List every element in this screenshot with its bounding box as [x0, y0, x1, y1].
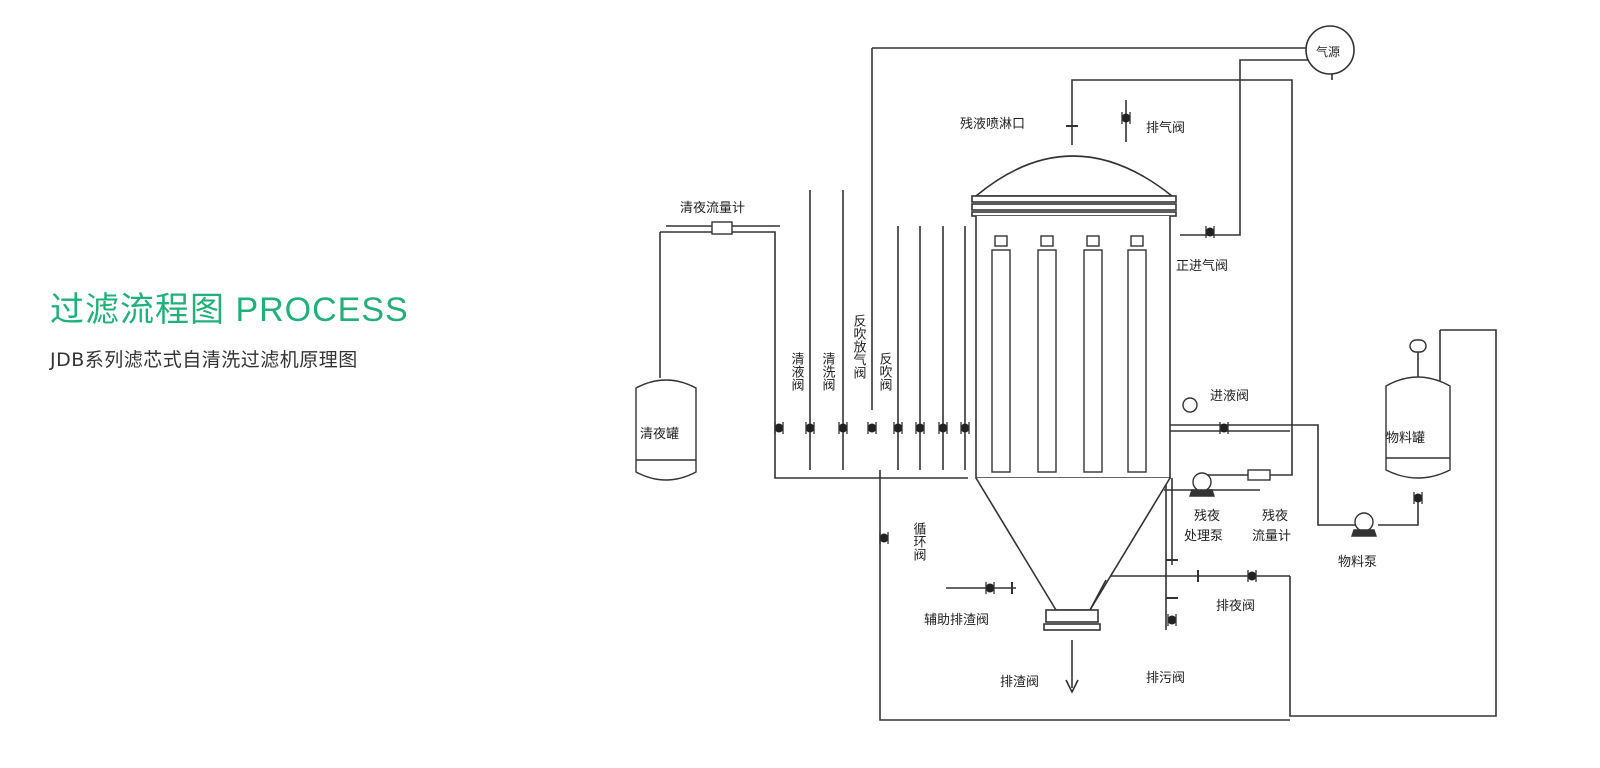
- label-material-tank: 物料罐: [1386, 431, 1425, 446]
- label-drain-liquid-valve: 排夜阀: [1216, 599, 1255, 614]
- label-inlet-valve: 进液阀: [1210, 389, 1249, 404]
- label-residue-spray: 残液喷淋口: [960, 117, 1025, 132]
- page-title: 过滤流程图 PROCESS: [50, 291, 409, 329]
- label-circulation-valve: 循环阀: [911, 522, 927, 561]
- label-slag-valve: 排渣阀: [1000, 675, 1039, 690]
- label-material-pump: 物料泵: [1338, 555, 1377, 570]
- material-tank: [1385, 376, 1451, 479]
- label-clear-tank: 清夜罐: [640, 427, 679, 442]
- label-residue-flowmeter-2: 流量计: [1252, 529, 1291, 544]
- label-backblow-valve: 反吹阀: [877, 352, 893, 391]
- label-residue-pump-1: 残夜: [1194, 509, 1220, 524]
- filter-vessel: [971, 155, 1177, 631]
- label-gas-source: 气源: [1316, 44, 1340, 59]
- label-clear-flowmeter: 清夜流量计: [680, 201, 745, 216]
- label-residue-flowmeter-1: 残夜: [1262, 509, 1288, 524]
- heading: 过滤流程图 PROCESS JDB系列滤芯式自清洗过滤机原理图: [50, 282, 409, 372]
- label-backblow-vent-valve: 反吹放气阀: [851, 314, 867, 379]
- label-exhaust-valve: 排气阀: [1146, 120, 1185, 136]
- label-clear-liquid-valve: 清液阀: [789, 352, 805, 391]
- filter-elements: [991, 235, 1147, 473]
- flanges: [1011, 125, 1199, 599]
- page-subtitle: JDB系列滤芯式自清洗过滤机原理图: [50, 349, 358, 371]
- label-wash-valve: 清洗阀: [820, 352, 836, 391]
- clear-tank: [635, 379, 697, 481]
- label-residue-pump-2: 处理泵: [1184, 529, 1223, 544]
- label-aux-slag-valve: 辅助排渣阀: [924, 613, 989, 628]
- label-positive-air-valve: 正进气阀: [1176, 258, 1228, 274]
- label-sewage-valve: 排污阀: [1146, 671, 1185, 686]
- gas-source: [1305, 25, 1355, 75]
- diagram-labels: 气源 残液喷淋口 排气阀 正进气阀 清夜流量计 清夜罐 清液阀 清洗阀 反吹放气…: [640, 44, 1425, 690]
- pumps: [711, 221, 1427, 537]
